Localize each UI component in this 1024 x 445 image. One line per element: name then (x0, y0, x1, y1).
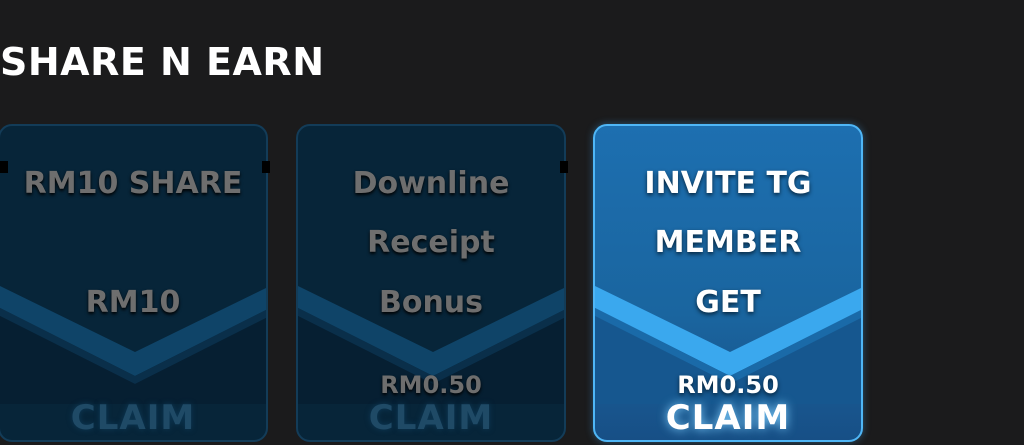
chevron-band-decoration (595, 286, 861, 404)
card-amount: RM0.50 (380, 371, 482, 399)
card-title-line-3: RM10 (85, 285, 181, 320)
reward-card-invite-tg-member[interactable]: INVITE TG MEMBER GET RM0.50 CLAIM (593, 124, 863, 442)
card-title-line-2: MEMBER (654, 225, 802, 260)
reward-card-downline-receipt-bonus[interactable]: Downline Receipt Bonus RM0.50 CLAIM (296, 124, 566, 442)
claim-button[interactable]: CLAIM (368, 398, 494, 438)
chevron-band-decoration (298, 286, 564, 404)
chevron-band-decoration (0, 286, 266, 404)
reward-card-rm10-share[interactable]: RM10 SHARE RM10 CLAIM (0, 124, 268, 442)
card-title-line-2: Receipt (367, 225, 495, 260)
card-title-line-3: GET (695, 285, 761, 320)
card-edge-notch (0, 161, 8, 173)
card-edge-notch (262, 161, 270, 173)
claim-button[interactable]: CLAIM (70, 398, 196, 438)
card-title-line-1: INVITE TG (644, 166, 812, 201)
section-title: SHARE N EARN (0, 40, 325, 84)
card-title-line-3: Bonus (378, 285, 484, 320)
card-edge-notch (560, 161, 568, 173)
card-title-line-1: RM10 SHARE (23, 166, 243, 201)
card-title-line-1: Downline (352, 166, 510, 201)
claim-button[interactable]: CLAIM (665, 398, 791, 438)
card-amount: RM0.50 (677, 371, 779, 399)
